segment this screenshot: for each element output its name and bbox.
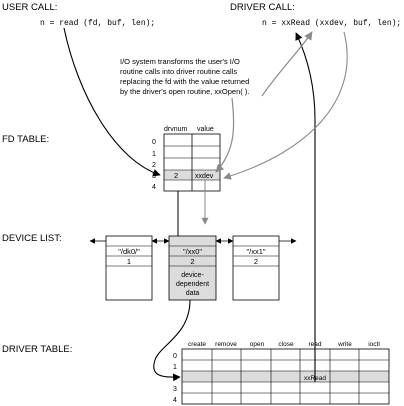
- driver-row-2: 2: [173, 375, 177, 382]
- driver-table: create remove open close read write ioct…: [173, 341, 390, 405]
- driver-col-create: create: [188, 341, 206, 348]
- fd-row-2: 2: [152, 162, 156, 169]
- arrow-device-to-driver-table: [153, 299, 191, 382]
- arrow-annotation-to-driver-call: [261, 31, 313, 97]
- fd-table-label: FD TABLE:: [2, 134, 49, 145]
- driver-col-ioctl: ioctl: [368, 341, 380, 348]
- device-name-dk0: "/dk0/": [118, 247, 140, 256]
- annotation-line-1: I/O system transforms the user's I/O: [120, 57, 240, 66]
- device-num-xx0: 2: [190, 257, 194, 266]
- driver-call-label: DRIVER CALL:: [230, 2, 295, 13]
- driver-row-1: 1: [173, 364, 177, 371]
- fd-row-1: 1: [152, 151, 156, 158]
- device-name-xx1: "/xx1": [246, 247, 265, 256]
- driver-row-0: 0: [173, 353, 177, 360]
- device-list: "/dk0/" 1 "/xx0" 2 device- dependent dat…: [89, 235, 297, 301]
- device-num-dk0: 1: [127, 257, 131, 266]
- device-name-xx0: "/xx0": [183, 247, 202, 256]
- arrow-fd-to-table: [63, 27, 161, 177]
- device-num-xx1: 2: [254, 257, 258, 266]
- annotation-text: I/O system transforms the user's I/O rou…: [120, 57, 249, 96]
- annotation-line-3: replacing the fd with the value returned: [120, 77, 249, 86]
- device-extra-line-3: data: [186, 290, 200, 297]
- annotation-line-4: by the driver's open routine, xxOpen( ).: [120, 87, 249, 96]
- driver-col-close: close: [278, 341, 294, 348]
- driver-row-4: 4: [173, 397, 177, 404]
- fd-col-drvnum: drvnum: [164, 126, 188, 133]
- driver-col-remove: remove: [215, 341, 237, 348]
- driver-table-frame: [181, 348, 390, 405]
- arrow-driver-call-to-xxdev: [223, 31, 348, 180]
- user-call-label: USER CALL:: [2, 2, 57, 13]
- device-list-label: DEVICE LIST:: [2, 233, 62, 244]
- driver-highlight-row: [182, 371, 389, 382]
- device-node-xx0: "/xx0" 2 device- dependent data: [168, 235, 217, 301]
- fd-row-4: 4: [152, 184, 156, 191]
- driver-row-3: 3: [173, 386, 177, 393]
- arrow-annotation-to-xxdev: [215, 97, 235, 173]
- fd-value-xxdev: xxdev: [195, 173, 214, 180]
- user-call-code: n = read (fd, buf, len);: [40, 19, 155, 28]
- device-node-xx1: "/xx1" 2: [232, 235, 280, 301]
- arrow-xxread-to-driver-call: [295, 32, 316, 382]
- driver-call-code: n = xxRead (xxdev, buf, len);: [262, 19, 401, 28]
- device-extra-line-1: device-: [181, 272, 204, 279]
- fd-drvnum-value: 2: [174, 171, 178, 180]
- fd-row-3: 3: [152, 173, 156, 180]
- fd-row-0: 0: [152, 139, 156, 146]
- annotation-line-2: routine calls into driver routine calls: [120, 67, 237, 76]
- driver-col-open: open: [250, 341, 265, 348]
- device-extra-line-2: dependent: [176, 281, 209, 288]
- driver-col-write: write: [337, 341, 352, 348]
- device-node-dk0: "/dk0/" 1: [105, 235, 153, 301]
- driver-table-label: DRIVER TABLE:: [2, 344, 72, 355]
- fd-col-value: value: [197, 126, 214, 133]
- fd-table: drvnum value 0 1 2 3 4 2 xxdev: [152, 126, 221, 192]
